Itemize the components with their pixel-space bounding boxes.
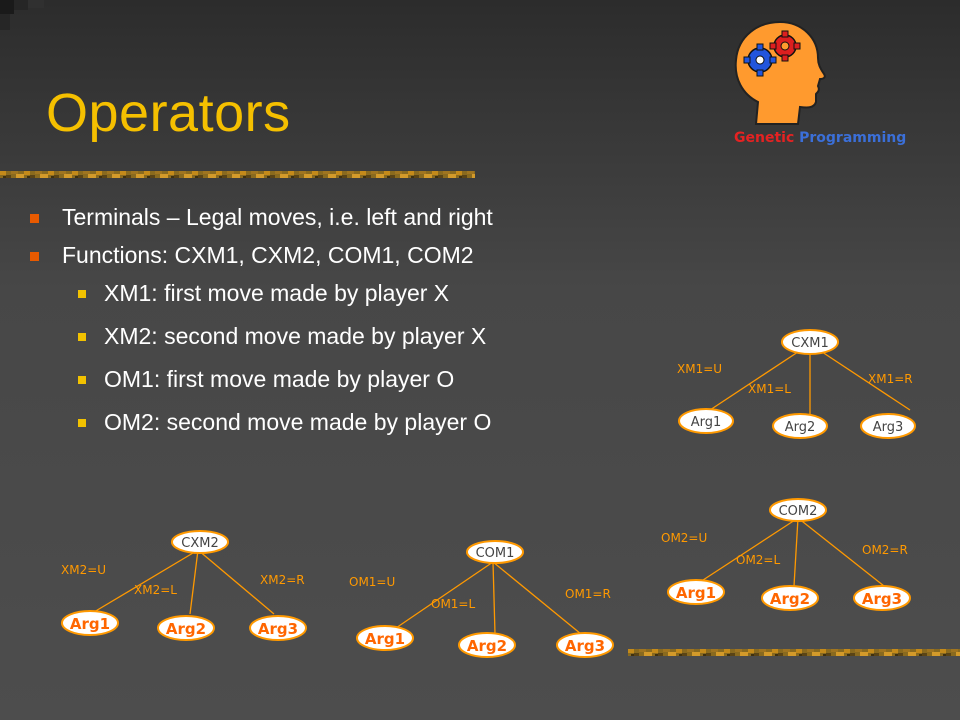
- tree-edge: [93, 549, 199, 613]
- tree-edge-label: XM2=U: [61, 563, 106, 577]
- tree-leaf-label: Arg2: [467, 637, 507, 655]
- tree-leaf-node: [761, 585, 819, 611]
- bullet-square-icon: [78, 333, 86, 341]
- corner-decoration: [0, 0, 44, 30]
- tree-leaf-node: [157, 615, 215, 641]
- tree-edge: [492, 561, 496, 635]
- tree-leaf-node: [249, 615, 307, 641]
- tree-root-label: CXM1: [791, 336, 828, 351]
- tree-cxm2: CXM2 XM2=U XM2=L XM2=R Arg1 Arg2 Arg3: [61, 530, 307, 641]
- tree-edge: [809, 343, 911, 411]
- tree-leaf-label: Arg1: [70, 615, 110, 633]
- bullet-text: OM2: second move made by player O: [104, 409, 492, 435]
- bullet-square-icon: [30, 214, 39, 223]
- logo-wordmark: Genetic Programming: [734, 130, 906, 146]
- footer-divider: [628, 649, 960, 656]
- tree-leaf-label: Arg2: [166, 620, 206, 638]
- head-with-gears-icon: [734, 20, 826, 125]
- bullet-square-icon: [30, 252, 39, 261]
- tree-leaf-label: Arg1: [691, 415, 722, 430]
- tree-edge: [793, 517, 799, 587]
- tree-leaf-node: [556, 632, 614, 658]
- logo-word-programming: Programming: [799, 130, 907, 146]
- red-gear-icon: [769, 30, 801, 62]
- tree-leaf-node: [61, 610, 119, 636]
- tree-edge: [492, 561, 582, 635]
- tree-leaf-label: Arg1: [365, 630, 405, 648]
- tree-root-label: COM2: [779, 504, 818, 519]
- tree-leaf-node: [356, 625, 414, 651]
- tree-leaf-label: Arg3: [873, 420, 904, 435]
- sub-bullet-item: XM2: second move made by player X: [30, 325, 493, 348]
- bullet-item: Functions: CXM1, CXM2, COM1, COM2: [30, 244, 493, 267]
- tree-edge-label: OM1=U: [349, 575, 395, 589]
- bullet-text: XM2: second move made by player X: [104, 323, 487, 349]
- bullet-text: Terminals – Legal moves, i.e. left and r…: [62, 204, 493, 230]
- tree-edge: [392, 561, 494, 631]
- sub-bullet-item: XM1: first move made by player X: [30, 282, 493, 305]
- tree-root-label: CXM2: [181, 536, 218, 551]
- bullet-text: OM1: first move made by player O: [104, 366, 455, 392]
- bullet-list: Terminals – Legal moves, i.e. left and r…: [30, 206, 493, 454]
- tree-edge: [797, 517, 885, 587]
- tree-edge-label: XM1=L: [748, 382, 791, 396]
- tree-edge-label: OM2=L: [736, 553, 780, 567]
- tree-leaf-node: [772, 413, 828, 439]
- bullet-square-icon: [78, 290, 86, 298]
- tree-leaf-node: [458, 632, 516, 658]
- tree-edge-label: XM1=R: [868, 372, 913, 386]
- tree-cxm1: CXM1 XM1=U XM1=L XM1=R Arg1 Arg2 Arg3: [677, 329, 916, 439]
- tree-leaf-label: Arg3: [862, 590, 902, 608]
- tree-leaf-node: [853, 585, 911, 611]
- tree-edge: [699, 517, 799, 583]
- tree-leaf-node: [860, 413, 916, 439]
- slide-title: Operators: [46, 83, 291, 143]
- tree-edge-label: OM2=R: [862, 543, 908, 557]
- tree-com1: COM1 OM1=U OM1=L OM1=R Arg1 Arg2 Arg3: [349, 540, 614, 658]
- tree-leaf-node: [678, 408, 734, 434]
- bullet-square-icon: [78, 376, 86, 384]
- logo-word-genetic: Genetic: [734, 130, 795, 146]
- tree-com2: COM2 OM2=U OM2=L OM2=R Arg1 Arg2 Arg3: [661, 498, 911, 611]
- tree-leaf-label: Arg1: [676, 584, 716, 602]
- bullet-square-icon: [78, 419, 86, 427]
- tree-root-node: [769, 498, 827, 522]
- blue-gear-icon: [743, 43, 777, 77]
- tree-edge: [197, 549, 275, 615]
- bullet-text: Functions: CXM1, CXM2, COM1, COM2: [62, 242, 474, 268]
- tree-edge-label: XM2=R: [260, 573, 305, 587]
- tree-root-node: [781, 329, 839, 355]
- tree-edge-label: OM2=U: [661, 531, 707, 545]
- tree-edge-label: XM1=U: [677, 362, 722, 376]
- tree-root-label: COM1: [476, 546, 515, 561]
- tree-edge: [189, 549, 199, 615]
- tree-leaf-node: [667, 579, 725, 605]
- tree-leaf-label: Arg3: [258, 620, 298, 638]
- tree-edge: [709, 343, 811, 411]
- sub-bullet-item: OM1: first move made by player O: [30, 368, 493, 391]
- tree-leaf-label: Arg2: [785, 420, 816, 435]
- tree-leaf-label: Arg2: [770, 590, 810, 608]
- bullet-item: Terminals – Legal moves, i.e. left and r…: [30, 206, 493, 229]
- tree-root-node: [466, 540, 524, 564]
- tree-edge-label: OM1=R: [565, 587, 611, 601]
- sub-bullet-item: OM2: second move made by player O: [30, 411, 493, 434]
- bullet-text: XM1: first move made by player X: [104, 280, 450, 306]
- tree-edge-label: OM1=L: [431, 597, 475, 611]
- tree-root-node: [171, 530, 229, 554]
- tree-edge-label: XM2=L: [134, 583, 177, 597]
- title-divider: [0, 171, 475, 178]
- tree-leaf-label: Arg3: [565, 637, 605, 655]
